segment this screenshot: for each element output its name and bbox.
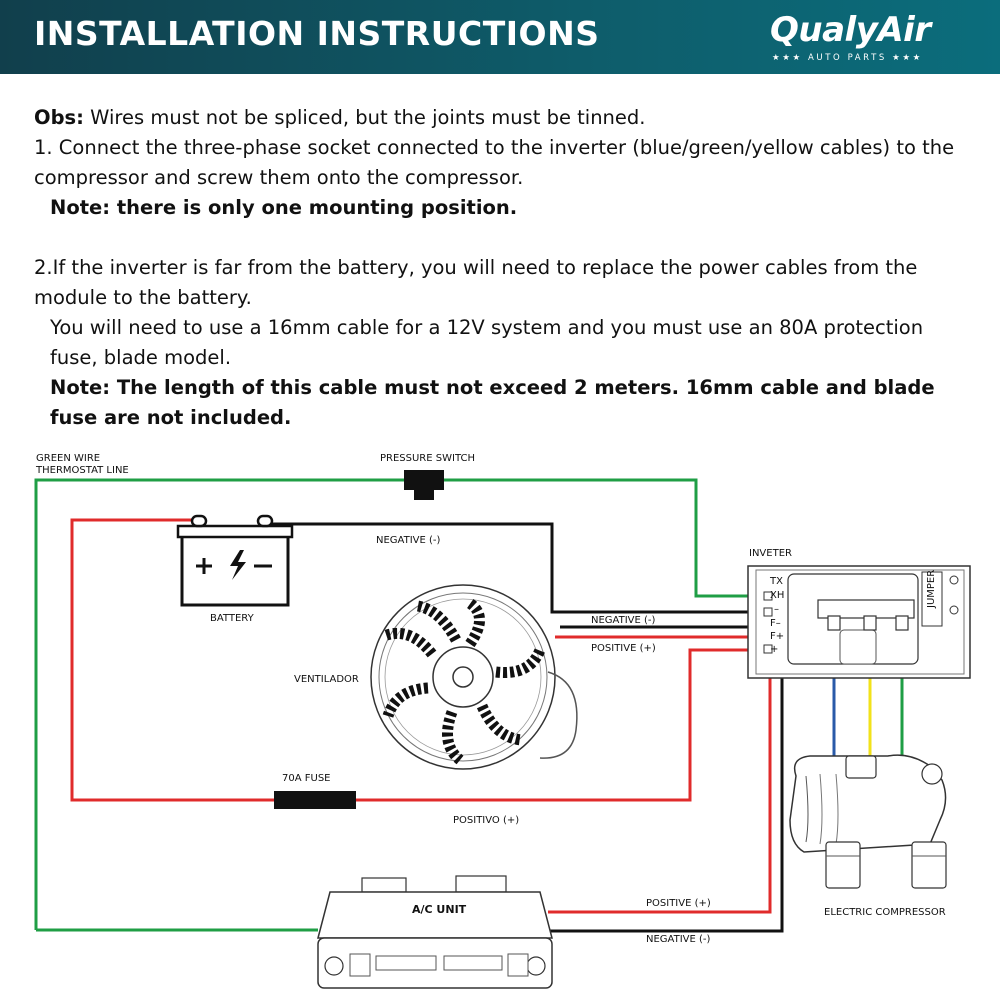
positive-wire-ac (548, 638, 772, 914)
positive-wire-battery (70, 518, 770, 802)
obs-paragraph: Obs: Wires must not be spliced, but the … (34, 103, 974, 133)
lightning-icon (230, 550, 246, 580)
qualyair-logo: QualyAir ★★★ AUTO PARTS ★★★ (770, 10, 950, 66)
step-2: 2.If the inverter is far from the batter… (34, 256, 918, 309)
spacer (34, 223, 974, 253)
logo-wordmark: QualyAir (770, 10, 931, 50)
label-battery: BATTERY (210, 613, 255, 624)
label-green-wire: GREEN WIRE (36, 453, 100, 464)
pressure-switch (404, 470, 444, 500)
instructions-block: Obs: Wires must not be spliced, but the … (34, 103, 974, 433)
green-wire (34, 478, 770, 930)
obs-text: Wires must not be spliced, but the joint… (83, 106, 646, 129)
wiring-diagram: TX XH – F– F+ + JUMPER (34, 453, 971, 989)
label-thermostat-line: THERMOSTAT LINE (35, 465, 129, 476)
terminal-fpos: F+ (770, 631, 784, 642)
label-ventilador: VENTILADOR (294, 674, 359, 685)
obs-label: Obs: (34, 106, 84, 129)
terminal-fneg: F– (770, 618, 781, 629)
terminal-tx: TX (769, 576, 783, 587)
label-ac-unit: A/C UNIT (412, 903, 467, 916)
note-2: Note: The length of this cable must not … (34, 373, 974, 433)
note-1: Note: there is only one mounting positio… (34, 193, 974, 223)
terminal-neg: – (774, 604, 779, 615)
inverter (747, 565, 971, 679)
label-positive-ac: POSITIVE (+) (646, 898, 711, 909)
electric-compressor (789, 754, 947, 889)
fuse (274, 791, 356, 809)
label-inverter: INVETER (749, 548, 792, 559)
ac-unit (317, 875, 553, 989)
note-2-text: Note: The length of this cable must not … (50, 376, 935, 429)
step-1: 1. Connect the three-phase socket connec… (34, 136, 955, 189)
negative-wire-ac (548, 630, 784, 933)
label-positive-mid: POSITIVE (+) (591, 643, 656, 654)
label-fuse: 70A FUSE (282, 773, 330, 784)
jumper-label: JUMPER (926, 570, 937, 609)
label-negative-mid: NEGATIVE (-) (591, 615, 656, 626)
terminal-xh: XH (770, 590, 784, 601)
label-negative-ac: NEGATIVE (-) (646, 934, 711, 945)
terminal-pos: + (770, 644, 778, 655)
step-2b: You will need to use a 16mm cable for a … (50, 316, 924, 369)
negative-wire-battery (268, 522, 770, 614)
label-positivo: POSITIVO (+) (453, 815, 519, 826)
label-pressure-switch: PRESSURE SWITCH (380, 453, 475, 464)
plus-icon (196, 558, 212, 574)
label-compressor: ELECTRIC COMPRESSOR (824, 907, 946, 918)
note-1-text: Note: there is only one mounting positio… (50, 196, 518, 219)
label-negative-top: NEGATIVE (-) (376, 535, 441, 546)
logo-tagline: ★★★ AUTO PARTS ★★★ (772, 53, 923, 63)
battery (176, 514, 294, 607)
header-banner: INSTALLATION INSTRUCTIONS QualyAir ★★★ A… (0, 0, 1000, 74)
fan (370, 584, 578, 770)
page-title: INSTALLATION INSTRUCTIONS (34, 14, 600, 53)
